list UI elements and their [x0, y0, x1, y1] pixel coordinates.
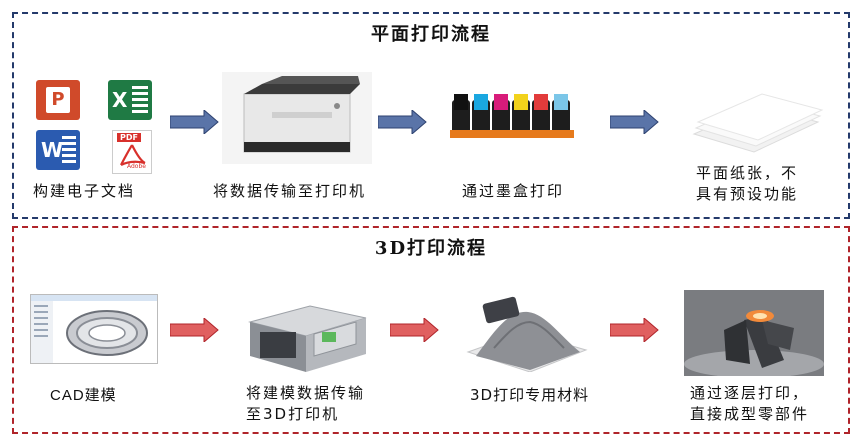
3d-printer-icon	[240, 292, 370, 374]
flat-printing-panel: 平面打印流程	[12, 12, 850, 219]
caption-flat-paper: 平面纸张，不 具有预设功能	[696, 163, 798, 205]
caption-transfer-to-3d-printer: 将建模数据传输 至3D打印机	[246, 383, 365, 425]
caption-transfer-to-printer: 将数据传输至打印机	[213, 182, 367, 200]
caption-cad-modeling: CAD建模	[50, 387, 117, 404]
pdf-icon: PDF Adobe	[112, 130, 152, 174]
arrow-icon	[610, 318, 659, 342]
3d-printing-panel: 3D打印流程	[12, 226, 850, 434]
excel-icon: X	[108, 80, 152, 120]
caption-print-via-ink: 通过墨盒打印	[462, 182, 565, 200]
printed-part-icon	[684, 290, 824, 378]
ink-cartridges-icon	[450, 92, 590, 140]
arrow-icon	[610, 110, 659, 134]
printer-icon	[222, 72, 372, 164]
caption-transfer-to-3d-printer-line1: 将建模数据传输	[246, 384, 366, 402]
caption-layer-printing: 通过逐层打印， 直接成型零部件	[690, 383, 809, 425]
cad-model-icon	[30, 294, 158, 364]
word-icon: W	[36, 130, 80, 170]
caption-3d-materials: 3D打印专用材料	[470, 386, 590, 404]
caption-layer-printing-line1: 通过逐层打印，	[690, 384, 810, 402]
arrow-icon	[170, 110, 219, 134]
caption-transfer-to-3d-printer-line2: 至3D打印机	[246, 405, 340, 423]
arrow-icon	[390, 318, 439, 342]
powerpoint-icon: P	[36, 80, 80, 120]
caption-flat-paper-line1: 平面纸张，不	[696, 164, 799, 182]
arrow-icon	[170, 318, 219, 342]
paper-stack-icon	[688, 92, 824, 158]
caption-build-document: 构建电子文档	[33, 182, 136, 200]
arrow-icon	[378, 110, 427, 134]
caption-flat-paper-line2: 具有预设功能	[696, 185, 799, 203]
caption-layer-printing-line2: 直接成型零部件	[690, 405, 810, 423]
printing-powder-icon	[464, 292, 590, 373]
3d-printing-title: 3D打印流程	[374, 238, 488, 259]
flat-printing-title: 平面打印流程	[371, 24, 491, 45]
